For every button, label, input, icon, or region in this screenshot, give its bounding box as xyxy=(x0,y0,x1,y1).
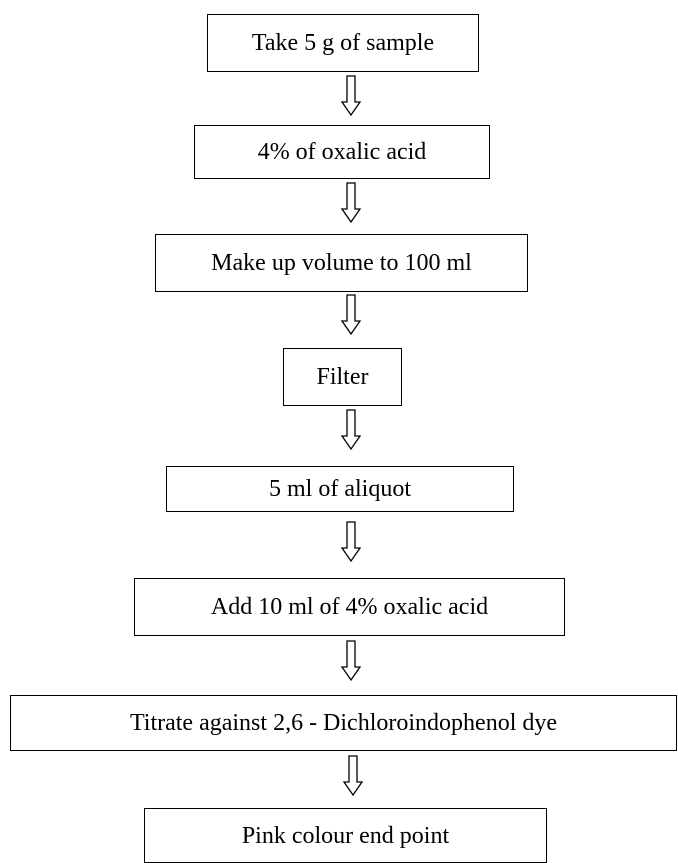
step-oxalic-acid: 4% of oxalic acid xyxy=(194,125,490,179)
step-titrate: Titrate against 2,6 - Dichloroindophenol… xyxy=(10,695,677,751)
step-take-sample: Take 5 g of sample xyxy=(207,14,479,72)
down-arrow-icon xyxy=(340,182,362,224)
step-label: Add 10 ml of 4% oxalic acid xyxy=(210,594,489,620)
down-arrow-icon xyxy=(340,409,362,451)
down-arrow-icon xyxy=(340,75,362,117)
step-label: 4% of oxalic acid xyxy=(257,139,427,165)
step-add-oxalic-acid: Add 10 ml of 4% oxalic acid xyxy=(134,578,565,636)
down-arrow-icon xyxy=(340,521,362,563)
step-label: Pink colour end point xyxy=(241,822,450,849)
down-arrow-icon xyxy=(340,294,362,336)
step-label: Filter xyxy=(316,364,369,390)
step-pink-end-point: Pink colour end point xyxy=(144,808,547,863)
down-arrow-icon xyxy=(342,755,364,797)
step-filter: Filter xyxy=(283,348,402,406)
down-arrow-icon xyxy=(340,640,362,682)
step-label: 5 ml of aliquot xyxy=(269,476,411,502)
step-make-up-volume: Make up volume to 100 ml xyxy=(155,234,528,292)
step-label: Take 5 g of sample xyxy=(251,30,435,56)
step-label: Make up volume to 100 ml xyxy=(211,250,472,276)
step-label: Titrate against 2,6 - Dichloroindophenol… xyxy=(129,710,558,736)
step-aliquot: 5 ml of aliquot xyxy=(166,466,514,512)
